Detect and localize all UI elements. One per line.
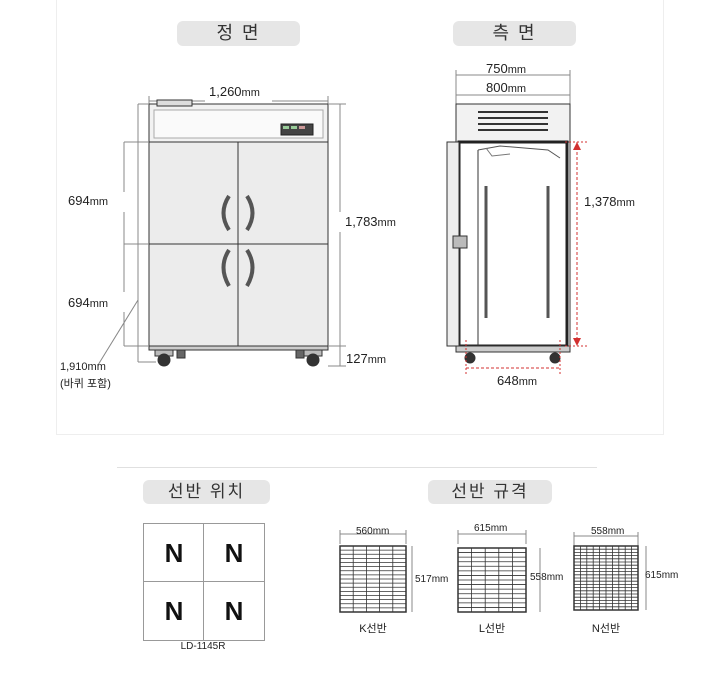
shelf-cell-bottom-left: N xyxy=(164,596,184,626)
shelf-l-width-label: 615mm xyxy=(474,523,508,534)
side-depth-800-label: 800mm xyxy=(486,80,527,95)
shelf-n-width-label: 558mm xyxy=(591,526,625,537)
shelf-n-height-label: 615mm xyxy=(645,570,679,581)
shelf-k-height-label: 517mm xyxy=(415,574,449,585)
shelf-cell-bottom-right: N xyxy=(224,596,244,626)
side-view-title: 측 면 xyxy=(453,21,576,46)
front-overall-height-note: 1,910mm xyxy=(60,361,106,373)
shelf-position-grid: N N N N xyxy=(143,523,265,641)
shelf-l-height-label: 558mm xyxy=(530,572,564,583)
shelf-spec-title: 선반 규격 xyxy=(428,480,552,504)
front-view-drawing xyxy=(97,96,346,367)
shelf-n-label: N선반 xyxy=(591,623,621,635)
shelf-k-width-label: 560mm xyxy=(356,526,390,537)
diagram-card xyxy=(56,0,664,435)
front-caster-height-label: 127mm xyxy=(346,351,387,366)
model-label: LD-1145R xyxy=(180,641,226,652)
shelf-cell-top-right: N xyxy=(224,538,244,568)
shelf-position-title: 선반 위치 xyxy=(143,480,270,504)
front-overall-height-caption: (바퀴 포함) xyxy=(60,378,111,390)
section-divider xyxy=(117,467,597,468)
front-upper-door-label: 694mm xyxy=(68,193,109,208)
shelf-n-drawing xyxy=(573,532,647,611)
front-total-height-label: 1,783mm xyxy=(345,214,396,229)
side-inner-depth-label: 648mm xyxy=(497,373,538,388)
side-depth-750-label: 750mm xyxy=(486,61,527,76)
front-width-label: 1,260mm xyxy=(209,84,260,99)
side-inner-height-label: 1,378mm xyxy=(584,194,635,209)
side-view-drawing xyxy=(446,70,588,376)
shelf-k-label: K선반 xyxy=(359,623,387,635)
shelf-l-label: L선반 xyxy=(478,623,506,635)
front-view-title: 정 면 xyxy=(177,21,300,46)
shelf-cell-top-left: N xyxy=(164,538,184,568)
front-lower-door-label: 694mm xyxy=(68,295,109,310)
